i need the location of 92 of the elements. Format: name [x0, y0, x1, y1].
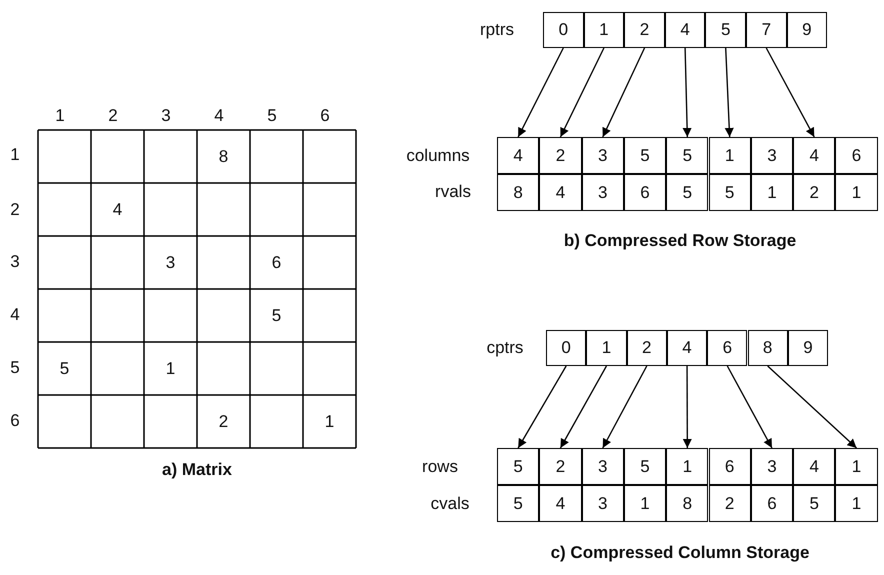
- value-cell: 3: [582, 174, 624, 211]
- row-number: 5: [10, 358, 20, 378]
- index-cell: 5: [666, 137, 708, 174]
- value-cell: 8: [497, 174, 540, 211]
- index-cell: 5: [497, 448, 540, 485]
- row-number: 2: [10, 200, 20, 220]
- value-cell: 5: [497, 485, 540, 522]
- arrow: [560, 48, 604, 138]
- value-cell: 5: [793, 485, 836, 522]
- index-cell: 3: [750, 448, 794, 485]
- arrow: [682, 366, 692, 448]
- value-cell: 1: [835, 485, 878, 522]
- value-cell: 5: [666, 174, 708, 211]
- pointer-cell: 0: [546, 330, 586, 366]
- index-cell: 3: [582, 137, 624, 174]
- caption: a) Matrix: [162, 460, 232, 480]
- index-cell: 1: [708, 137, 751, 174]
- pointer-cell: 7: [746, 12, 787, 48]
- pointer-cell: 1: [584, 12, 624, 48]
- arrow: [518, 48, 564, 138]
- pointer-cell: 4: [664, 12, 706, 48]
- column-number: 1: [55, 106, 65, 126]
- matrix-value: 3: [166, 252, 176, 272]
- value-cell: 4: [539, 485, 582, 522]
- value-cell: 1: [624, 485, 666, 522]
- column-number: 5: [267, 106, 277, 126]
- arrow: [726, 366, 773, 448]
- row-number: 1: [10, 145, 20, 165]
- arrow: [724, 48, 734, 138]
- matrix-value: 4: [112, 200, 122, 220]
- index-cell: 2: [539, 137, 582, 174]
- arrow: [602, 48, 646, 138]
- index-cell: 5: [624, 448, 666, 485]
- index-cell: 4: [793, 137, 836, 174]
- pointer-cell: 0: [543, 12, 584, 48]
- arrow: [767, 366, 857, 448]
- index-cell: 6: [708, 448, 751, 485]
- pointer-cell: 2: [624, 12, 665, 48]
- matrix-value: 1: [166, 358, 176, 378]
- pointer-cell: 5: [705, 12, 746, 48]
- column-number: 4: [214, 106, 224, 126]
- value-cell: 6: [624, 174, 666, 211]
- value-cell: 5: [708, 174, 751, 211]
- arrow: [682, 48, 692, 138]
- value-cell: 2: [708, 485, 751, 522]
- matrix-value: 5: [272, 306, 282, 326]
- row-number: 3: [10, 252, 20, 272]
- index-cell: 3: [750, 137, 794, 174]
- column-number: 6: [320, 106, 330, 126]
- arrow: [766, 48, 815, 138]
- matrix-value: 2: [218, 412, 228, 432]
- caption: c) Compressed Column Storage: [550, 543, 810, 563]
- array-label: cvals: [430, 494, 470, 514]
- matrix-value: 8: [218, 146, 228, 166]
- value-cell: 2: [793, 174, 836, 211]
- index-cell: 1: [835, 448, 878, 485]
- value-cell: 3: [582, 485, 624, 522]
- array-label: cptrs: [486, 338, 524, 358]
- value-cell: 4: [539, 174, 582, 211]
- pointer-cell: 9: [786, 12, 828, 48]
- index-cell: 6: [835, 137, 878, 174]
- value-cell: 1: [750, 174, 794, 211]
- pointer-cell: 8: [748, 330, 788, 366]
- column-number: 3: [161, 106, 171, 126]
- pointer-cell: 4: [666, 330, 708, 366]
- array-label: rptrs: [480, 20, 514, 40]
- index-cell: 3: [582, 448, 624, 485]
- matrix-value: 5: [60, 358, 70, 378]
- array-label: rows: [422, 457, 458, 477]
- index-cell: 4: [793, 448, 836, 485]
- pointer-cell: 9: [788, 330, 828, 366]
- row-number: 4: [10, 305, 20, 325]
- index-cell: 4: [497, 137, 540, 174]
- index-cell: 5: [624, 137, 666, 174]
- pointer-cell: 2: [626, 330, 667, 366]
- index-cell: 2: [539, 448, 582, 485]
- arrow: [560, 366, 608, 448]
- arrow: [602, 366, 648, 448]
- index-cell: 1: [666, 448, 708, 485]
- value-cell: 8: [666, 485, 708, 522]
- value-cell: 1: [835, 174, 878, 211]
- matrix-value: 6: [272, 252, 282, 272]
- array-label: columns: [406, 146, 470, 166]
- row-number: 6: [10, 411, 20, 431]
- pointer-cell: 6: [707, 330, 748, 366]
- caption: b) Compressed Row Storage: [564, 231, 796, 251]
- array-label: rvals: [435, 182, 471, 202]
- value-cell: 6: [750, 485, 794, 522]
- pointer-cell: 1: [586, 330, 627, 366]
- arrow: [518, 366, 567, 448]
- matrix-value: 1: [324, 412, 334, 432]
- column-number: 2: [108, 106, 118, 126]
